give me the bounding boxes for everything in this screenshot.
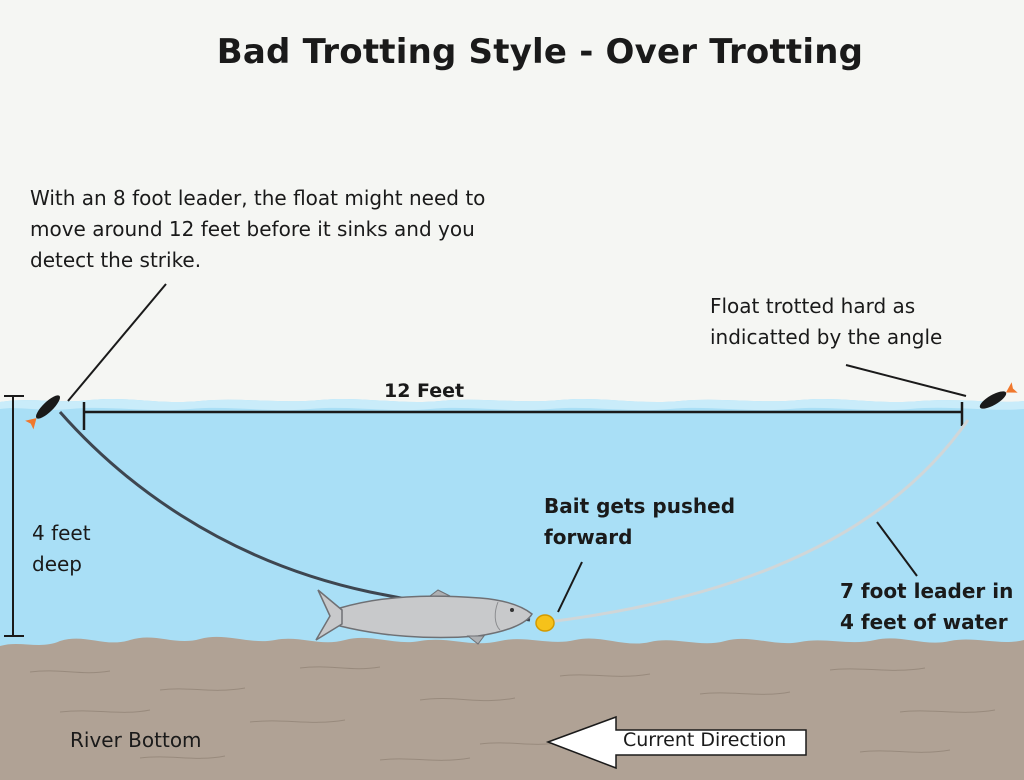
page-title: Bad Trotting Style - Over Trotting bbox=[216, 32, 864, 72]
fishing-float-icon bbox=[25, 395, 61, 430]
bait-note-line-1: Bait gets pushed bbox=[544, 494, 736, 518]
leader-note-line-3: detect the strike. bbox=[30, 248, 202, 272]
float-note: Float trotted hard as indicatted by the a… bbox=[710, 291, 942, 353]
current-direction-label: Current Direction bbox=[623, 729, 787, 751]
float-note-line-1: Float trotted hard as bbox=[710, 294, 916, 318]
left-arrow-icon bbox=[545, 715, 807, 770]
depth-label: 4 feet deep bbox=[32, 518, 91, 580]
pointer-lines bbox=[67, 283, 967, 613]
depth-label-line-2: deep bbox=[32, 552, 82, 576]
fishing-float-icon bbox=[979, 382, 1018, 409]
float-note-line-2: indicatted by the angle bbox=[710, 325, 943, 349]
leader-note-line-2: move around 12 feet before it sinks and … bbox=[30, 217, 475, 241]
distance-label: 12 Feet bbox=[384, 380, 465, 402]
leader-length-pointer bbox=[876, 521, 918, 577]
bait-note-pointer bbox=[557, 561, 583, 613]
leader-note-pointer bbox=[67, 283, 167, 402]
river-bed bbox=[0, 636, 1024, 780]
bait-note-line-2: forward bbox=[544, 525, 633, 549]
leader-note: With an 8 foot leader, the float might n… bbox=[30, 183, 485, 276]
float-note-pointer bbox=[845, 364, 967, 397]
depth-label-line-1: 4 feet bbox=[32, 521, 91, 545]
leader-note-line-1: With an 8 foot leader, the float might n… bbox=[30, 186, 486, 210]
leader-length-note-line-1: 7 foot leader in bbox=[840, 579, 1014, 603]
river-water bbox=[0, 398, 1024, 660]
river-bottom-label: River Bottom bbox=[70, 728, 202, 752]
fish-icon bbox=[315, 589, 533, 645]
distance-indicator bbox=[82, 402, 964, 430]
bait-note: Bait gets pushed forward bbox=[544, 491, 735, 553]
river-bed-texture bbox=[29, 666, 996, 761]
leader-length-note: 7 foot leader in 4 feet of water bbox=[840, 576, 1013, 638]
water-surface bbox=[0, 398, 1024, 411]
leader-length-note-line-2: 4 feet of water bbox=[840, 610, 1008, 634]
slack-fishing-line bbox=[547, 419, 970, 624]
bait-ball-icon bbox=[535, 614, 555, 632]
depth-indicator bbox=[4, 395, 24, 637]
